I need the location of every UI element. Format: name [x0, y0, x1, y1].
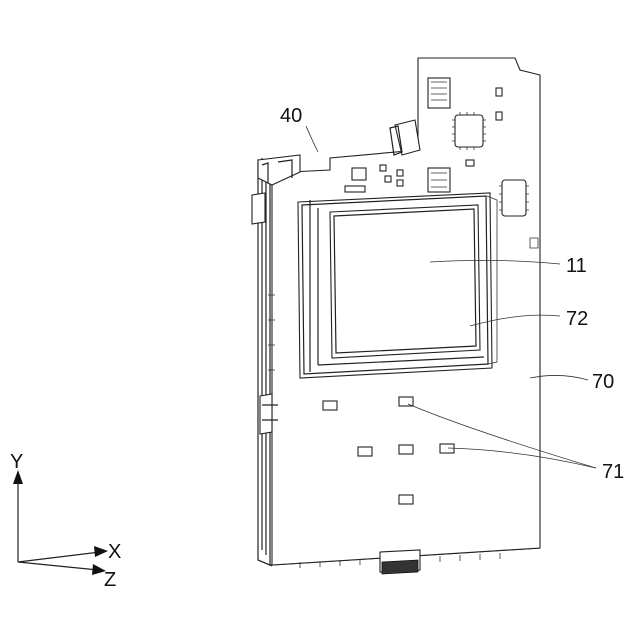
coordinate-axes: Y X Z	[10, 451, 121, 591]
axis-label-x: X	[108, 541, 121, 563]
axis-label-z: Z	[104, 569, 116, 591]
label-11: 11	[566, 255, 587, 277]
label-71: 71	[602, 461, 624, 483]
x-arrow-icon	[94, 546, 108, 557]
z-axis	[18, 562, 98, 570]
leader-40	[306, 126, 318, 152]
sensor-11	[330, 205, 480, 358]
label-40: 40	[280, 105, 302, 127]
label-72: 72	[566, 308, 588, 330]
x-axis	[18, 552, 100, 562]
label-70: 70	[592, 371, 614, 393]
axis-label-y: Y	[10, 451, 23, 473]
flex-connector	[390, 120, 420, 155]
